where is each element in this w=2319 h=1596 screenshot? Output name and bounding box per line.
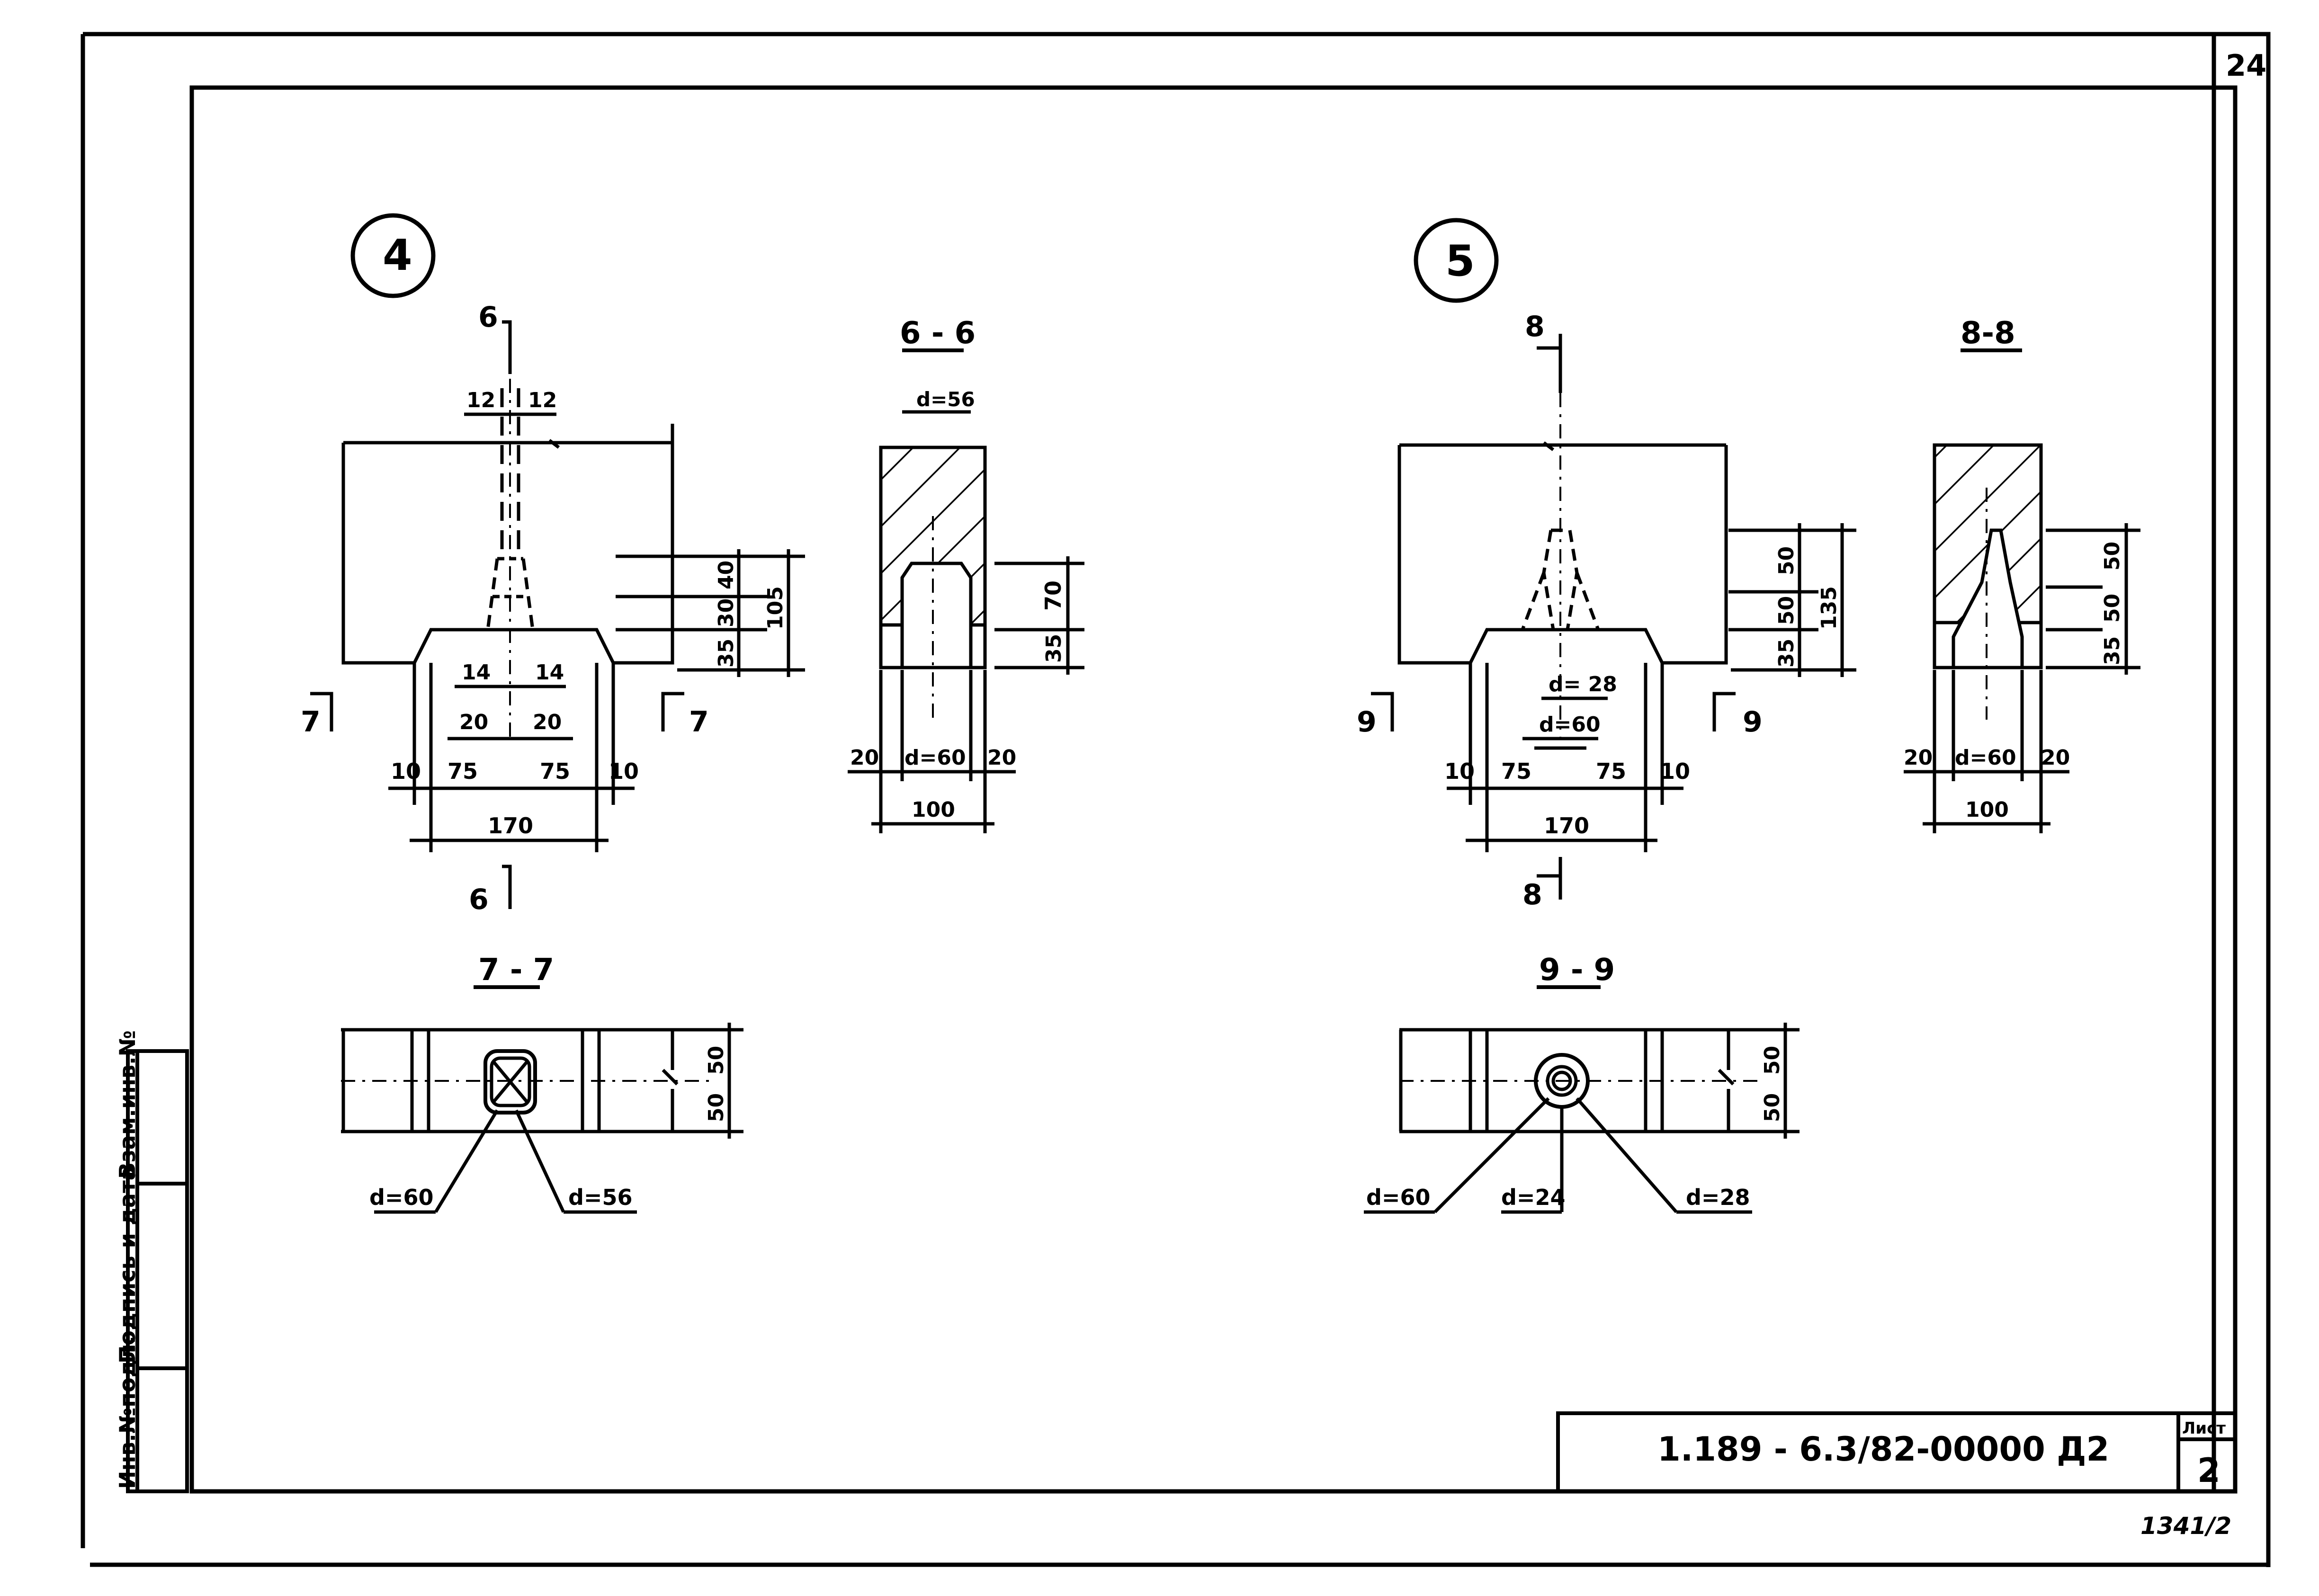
node4-section-6-bottom: 6 <box>469 883 489 916</box>
node5-d60: d=60 <box>1539 713 1601 737</box>
section7-d60: d=60 <box>369 1185 433 1210</box>
section8-dim-100: 100 <box>1965 798 2009 822</box>
section9-drawing <box>1364 985 1800 1214</box>
node4-dim-170: 170 <box>488 813 533 838</box>
section9-dim-50-top: 50 <box>1760 1046 1784 1075</box>
side-label-replace: Взам.инв.№ <box>115 1030 140 1179</box>
section9-d28: d=28 <box>1686 1185 1750 1210</box>
node4-section-6-top: 6 <box>478 301 498 334</box>
node4-dim-35: 35 <box>714 639 738 668</box>
section9-title: 9 - 9 <box>1539 953 1615 988</box>
section6-dim-35: 35 <box>1042 634 1066 663</box>
node5-dim-10-right: 10 <box>1660 758 1690 784</box>
node4-section-7-right: 7 <box>689 705 709 739</box>
node5-section-8-top: 8 <box>1525 310 1545 343</box>
section8-title: 8-8 <box>1961 316 2015 351</box>
node5-dim-50-top: 50 <box>1774 546 1799 575</box>
section6-title: 6 - 6 <box>900 316 976 351</box>
section7-drawing <box>341 985 743 1214</box>
section8-dim-50-mid: 50 <box>2100 594 2124 623</box>
node4-dim-14-right: 14 <box>535 660 564 685</box>
bottom-stamp: 1341/2 <box>2140 1512 2231 1540</box>
node4-elevation <box>310 213 805 909</box>
node4-dim-12-left: 12 <box>466 388 495 412</box>
top-corner-number: 24 <box>2226 48 2266 83</box>
side-strip <box>126 1049 189 1493</box>
section8-d-bottom: d=60 <box>1955 746 2016 770</box>
node4-dim-14-left: 14 <box>462 660 491 685</box>
node5-dim-50-mid: 50 <box>1774 596 1799 625</box>
node4-dim-40: 40 <box>714 561 738 589</box>
node4-dim-75-left: 75 <box>448 758 478 784</box>
section6-d-bottom: d=60 <box>904 746 966 770</box>
node5-dim-170: 170 <box>1544 813 1589 838</box>
title-block-label: Лист <box>2182 1419 2226 1438</box>
section7-dim-50-top: 50 <box>704 1046 728 1075</box>
section8-drawing <box>1904 348 2140 833</box>
node5-dim-135: 135 <box>1817 586 1841 630</box>
node4-dim-20-left: 20 <box>459 710 488 734</box>
node4-dim-30: 30 <box>714 598 738 627</box>
node4-dim-75-right: 75 <box>540 758 570 784</box>
node4-marker: 4 <box>383 231 412 280</box>
section8-dim-35: 35 <box>2100 636 2124 665</box>
node5-dim-75-right: 75 <box>1596 758 1626 784</box>
section6-drawing <box>848 348 1084 833</box>
node4-section-7-left: 7 <box>301 705 321 739</box>
node4-dim-12-right: 12 <box>528 388 557 412</box>
node5-elevation <box>1371 218 1856 900</box>
section8-dim-20-right: 20 <box>2041 746 2070 770</box>
node5-marker: 5 <box>1445 236 1475 286</box>
node5-section-8-bottom: 8 <box>1522 878 1542 911</box>
node4-dim-10-right: 10 <box>609 758 639 784</box>
side-label-sign: Подпись и дата <box>115 1166 140 1364</box>
node4-dim-10-left: 10 <box>391 758 421 784</box>
section9-d60: d=60 <box>1366 1185 1430 1210</box>
section9-d24: d=24 <box>1501 1185 1565 1210</box>
section6-dim-20-right: 20 <box>987 746 1016 770</box>
section6-dim-70: 70 <box>1040 580 1066 611</box>
section6-d-top: d=56 <box>916 388 975 411</box>
node5-section-9-right: 9 <box>1743 705 1763 739</box>
section8-dim-50-top: 50 <box>2100 542 2124 571</box>
title-block-code: 1.189 - 6.3/82-00000 Д2 <box>1657 1430 2109 1469</box>
node5-dim-10-left: 10 <box>1444 758 1475 784</box>
side-label-inv: Инв.№подл. <box>115 1336 140 1489</box>
title-block <box>1556 1411 2237 1493</box>
section6-dim-100: 100 <box>912 798 955 822</box>
node4-dim-105: 105 <box>763 586 788 630</box>
section8-dim-20-left: 20 <box>1904 746 1933 770</box>
node5-section-9-left: 9 <box>1357 705 1377 739</box>
node4-dim-20-right: 20 <box>533 710 562 734</box>
section9-dim-50-bottom: 50 <box>1760 1093 1784 1122</box>
node5-dim-75-left: 75 <box>1501 758 1531 784</box>
sheet-frame <box>81 32 2271 1567</box>
section7-title: 7 - 7 <box>478 953 554 988</box>
section7-dim-50-bottom: 50 <box>704 1093 728 1122</box>
node5-d28: d= 28 <box>1549 672 1617 696</box>
node5-dim-35: 35 <box>1774 639 1799 668</box>
section6-dim-20-left: 20 <box>850 746 879 770</box>
sheet-number: 2 <box>2197 1451 2221 1490</box>
section7-d56: d=56 <box>568 1185 632 1210</box>
